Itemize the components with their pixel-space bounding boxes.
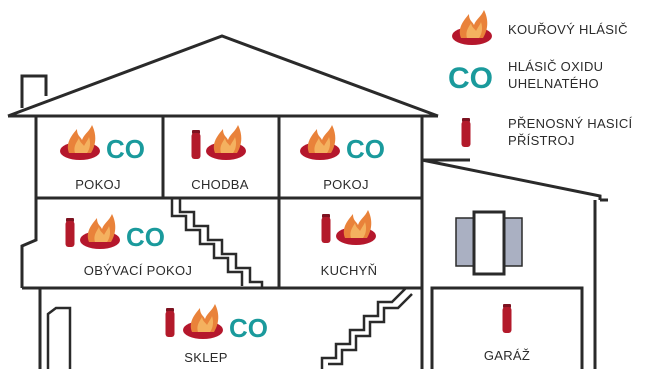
smoke-detector-icon	[336, 210, 376, 245]
room-label: POKOJ	[75, 177, 121, 192]
roof	[7, 34, 439, 118]
co-detector-icon: CO	[229, 313, 268, 343]
legend-item-smoke: KOUŘOVÝ HLÁSIČ	[452, 10, 628, 45]
room-pokoj-left: CO POKOJ	[60, 125, 145, 192]
smoke-detector-icon	[206, 125, 246, 160]
co-detector-icon: CO	[448, 62, 493, 95]
smoke-detector-icon	[80, 214, 120, 249]
pipe	[46, 306, 72, 369]
room-label: POKOJ	[323, 177, 369, 192]
extinguisher-icon	[65, 218, 75, 247]
legend-label: PŘÍSTROJ	[508, 133, 575, 148]
legend: KOUŘOVÝ HLÁSIČ CO HLÁSIČ OXIDU UHELNATÉH…	[448, 10, 633, 148]
co-detector-icon: CO	[106, 134, 145, 164]
room-chodba: CHODBA	[191, 125, 248, 192]
smoke-detector-icon	[60, 125, 100, 160]
room-label: OBÝVACÍ POKOJ	[84, 263, 192, 278]
smoke-detector-icon	[183, 304, 223, 339]
room-kuchyn: KUCHYŇ	[321, 210, 378, 278]
smoke-detector-icon	[300, 125, 340, 160]
room-label: SKLEP	[184, 350, 227, 365]
co-detector-icon: CO	[346, 134, 385, 164]
legend-label: PŘENOSNÝ HASICÍ	[508, 116, 633, 131]
room-pokoj-right: CO POKOJ	[300, 125, 385, 192]
stairs-lower	[320, 287, 413, 369]
chimney	[20, 74, 48, 108]
extinguisher-icon	[461, 118, 471, 147]
extinguisher-icon	[502, 304, 512, 333]
room-sklep: CO SKLEP	[165, 304, 268, 365]
extinguisher-icon	[191, 130, 201, 159]
stairs-upper	[170, 198, 264, 288]
co-detector-icon: CO	[126, 222, 165, 252]
legend-label: UHELNATÉHO	[508, 76, 599, 91]
room-garaz: GARÁŽ	[484, 304, 530, 363]
legend-label: HLÁSIČ OXIDU	[508, 59, 603, 74]
legend-item-extinguisher: PŘENOSNÝ HASICÍ PŘÍSTROJ	[461, 116, 633, 148]
legend-label: KOUŘOVÝ HLÁSIČ	[508, 22, 628, 37]
smoke-detector-icon	[452, 10, 492, 45]
room-obyvaci-pokoj: CO OBÝVACÍ POKOJ	[65, 214, 192, 278]
extinguisher-icon	[321, 214, 331, 243]
house-outline	[7, 34, 608, 369]
legend-item-co: CO HLÁSIČ OXIDU UHELNATÉHO	[448, 59, 603, 95]
extinguisher-icon	[165, 308, 175, 337]
room-label: CHODBA	[191, 177, 248, 192]
room-label: GARÁŽ	[484, 348, 530, 363]
garage-window	[455, 210, 523, 276]
room-label: KUCHYŇ	[321, 263, 378, 278]
